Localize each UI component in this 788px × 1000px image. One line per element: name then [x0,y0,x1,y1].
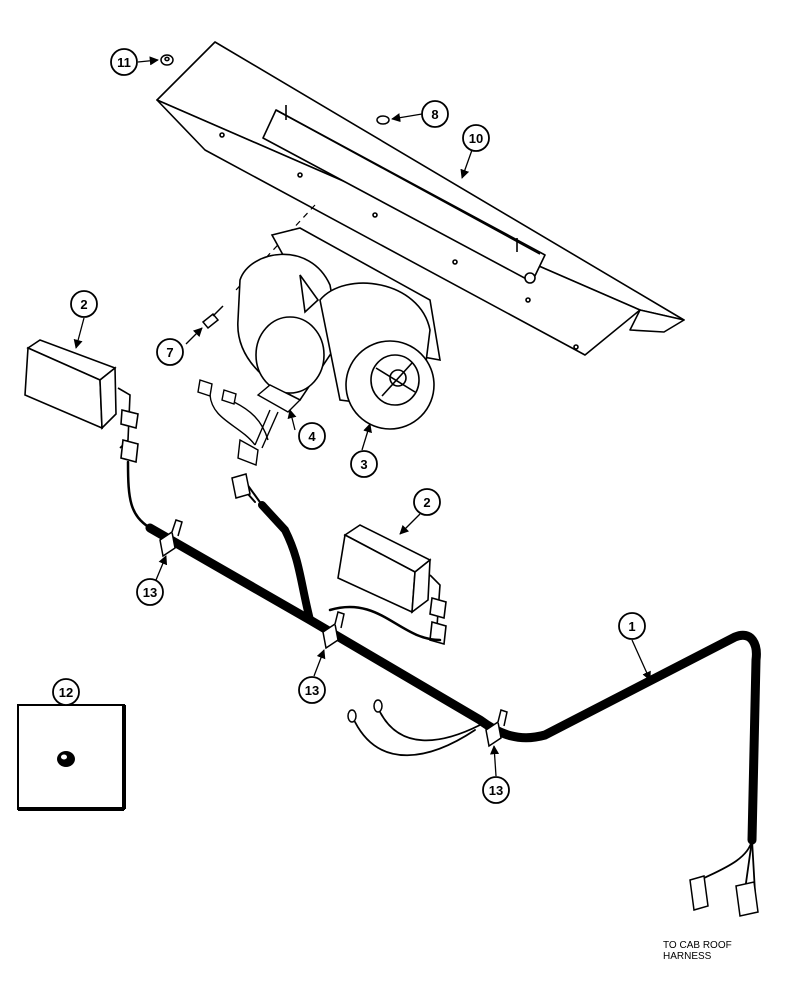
svg-text:13: 13 [143,585,157,600]
inset-box-12 [17,704,126,811]
svg-text:10: 10 [469,131,483,146]
leader-lines [73,56,651,777]
callout-2-left: 2 [70,290,98,318]
svg-text:7: 7 [166,345,173,360]
lamp-left [24,339,139,464]
svg-text:11: 11 [117,55,131,70]
callout-4: 4 [298,422,326,450]
svg-text:12: 12 [59,685,73,700]
resistor-4 [197,379,302,466]
callout-10: 10 [462,124,490,152]
callout-11: 11 [110,48,138,76]
harness-connectors [231,473,759,917]
callout-13-a: 13 [136,578,164,606]
svg-text:13: 13 [489,783,503,798]
callout-8: 8 [421,100,449,128]
alignment-dashline [235,204,316,291]
callout-2-right: 2 [413,488,441,516]
svg-text:2: 2 [80,297,87,312]
note-line-2: HARNESS [663,951,712,962]
callout-12: 12 [52,678,80,706]
svg-text:8: 8 [431,107,438,122]
svg-text:13: 13 [305,683,319,698]
nut-11 [160,54,174,66]
callout-7: 7 [156,338,184,366]
svg-text:1: 1 [628,619,635,634]
screw-7 [201,305,224,330]
wire-harness [126,460,761,893]
lamp-right [337,524,447,646]
svg-text:2: 2 [423,495,430,510]
callout-13-b: 13 [298,676,326,704]
svg-text:3: 3 [360,457,367,472]
mounting-plate [156,41,685,356]
callout-3: 3 [350,450,378,478]
callout-13-c: 13 [482,776,510,804]
harness-clips [159,519,508,748]
note-line-1: TO CAB ROOF [663,940,732,951]
nut-8 [376,115,390,125]
svg-text:4: 4 [308,429,316,444]
cab-roof-harness-note: TO CAB ROOF HARNESS [663,940,773,962]
callout-1: 1 [618,612,646,640]
blower-assembly [237,227,441,430]
